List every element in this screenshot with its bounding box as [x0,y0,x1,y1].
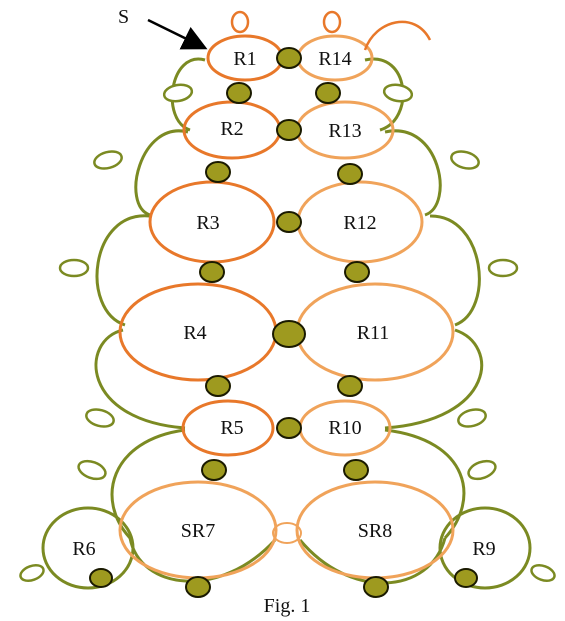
bead [201,459,227,481]
ring-r5 [181,399,275,457]
bead [344,261,370,283]
beads [89,47,478,598]
bead [272,320,306,348]
bead [337,163,363,185]
label-r2: R2 [220,118,243,140]
start-arrow [147,18,208,50]
chain-right-2 [384,129,442,217]
ring-r9-outline [438,506,532,590]
picot-right-2 [450,150,480,170]
picot-left-3 [58,258,90,278]
label-r14: R14 [318,48,351,70]
picots [19,83,556,583]
label-sr8: SR8 [358,520,392,542]
bead [454,568,478,588]
chain-left-3 [95,214,151,327]
picot-left-2 [93,150,123,170]
chain-bottom-left [128,537,277,583]
bead [276,119,302,141]
label-r12: R12 [343,212,376,234]
chain-right-5 [384,428,466,540]
label-r1: R1 [233,48,256,70]
label-r11: R11 [357,322,390,344]
figure-caption: Fig. 1 [264,595,311,617]
ring-r6-outline [41,506,135,590]
label-r13: R13 [328,120,361,142]
bead [363,576,389,598]
bead [276,47,302,69]
picot-right-5 [467,459,497,481]
label-sr7: SR7 [181,520,215,542]
chain-left-4 [94,328,186,430]
label-r6: R6 [72,538,95,560]
bead [337,375,363,397]
chain-left-2 [134,129,189,217]
bead [185,576,211,598]
picot-right-4 [457,408,487,428]
ring-labels: R1 R14 R2 R13 R3 R12 R4 R11 R5 R10 R6 SR… [72,48,495,560]
bead [89,568,113,588]
label-r9: R9 [472,538,495,560]
label-r10: R10 [328,417,361,439]
bead [343,459,369,481]
label-r4: R4 [183,322,206,344]
top-loop-right [322,10,342,34]
bead [205,375,231,397]
chain-bottom-right [298,537,447,585]
picot-left-1 [162,83,194,103]
label-r5: R5 [220,417,243,439]
picot-left-4 [85,408,115,428]
bead [315,82,341,104]
join-picot [272,522,302,544]
start-label: S [118,6,129,28]
picot-right-3 [487,258,519,278]
picot-left-6 [19,563,45,583]
bead [276,211,302,233]
picot-left-5 [77,459,107,481]
thread-tail [363,20,432,51]
picot-right-1 [382,83,414,103]
picot-right-6 [530,563,556,583]
chain-right-3 [429,214,481,327]
bead [276,417,302,439]
bead [199,261,225,283]
bead [205,161,231,183]
label-r3: R3 [196,212,219,234]
bead [226,82,252,104]
chain-right-4 [384,328,484,430]
top-loop-left [230,10,250,34]
